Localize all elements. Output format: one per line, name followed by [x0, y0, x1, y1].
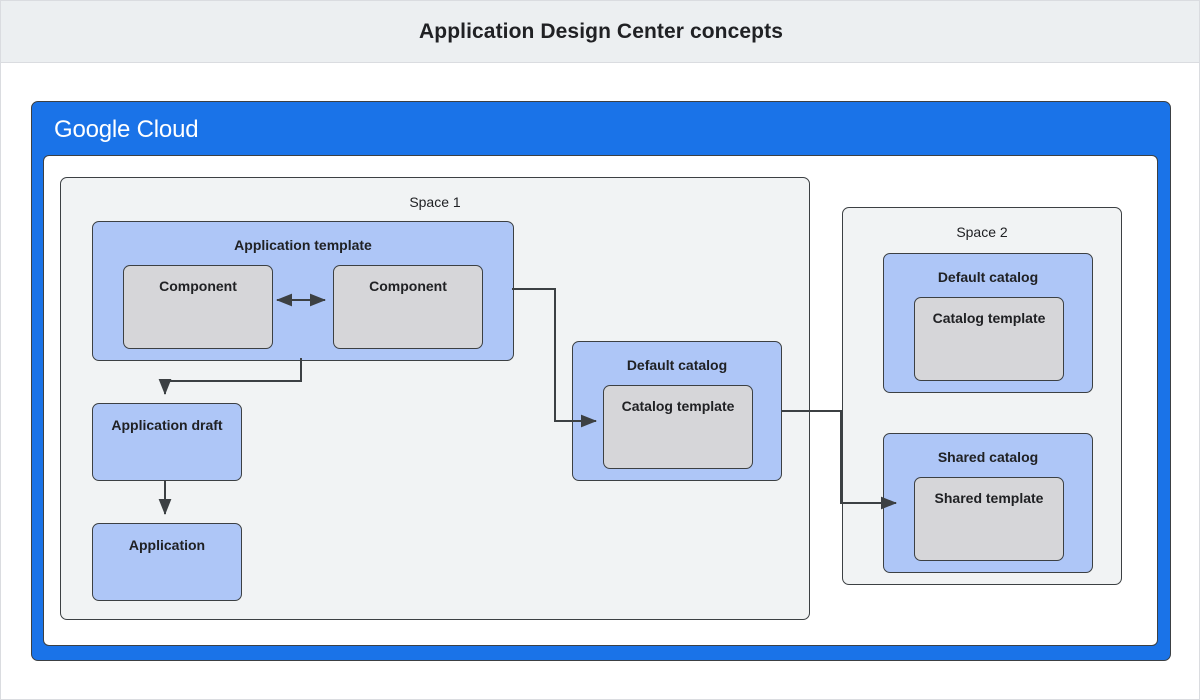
google-cloud-boundary: Google Cloud Space 1 Application templat… — [31, 101, 1171, 661]
space-2-label: Space 2 — [956, 224, 1008, 240]
space-1-default-catalog-label: Default catalog — [626, 357, 728, 373]
space-2-catalog-template-label: Catalog template — [932, 310, 1046, 326]
component-box-2: Component — [333, 265, 483, 349]
diagram-title-bar: Application Design Center concepts — [1, 1, 1199, 63]
space-1-label: Space 1 — [409, 194, 461, 210]
google-cloud-logo-google: Google — [54, 116, 131, 143]
space-2-shared-catalog-label: Shared catalog — [937, 449, 1039, 465]
application-template-label: Application template — [234, 237, 372, 253]
space-2-default-catalog-box: Default catalog Catalog template — [883, 253, 1093, 393]
google-cloud-logo: Google Cloud — [54, 116, 199, 144]
google-cloud-logo-cloud: Cloud — [136, 116, 199, 143]
space-2-shared-template-label: Shared template — [934, 490, 1044, 506]
space-2-shared-catalog-box: Shared catalog Shared template — [883, 433, 1093, 573]
application-box: Application — [92, 523, 242, 601]
space-2-catalog-template-box: Catalog template — [914, 297, 1064, 381]
space-2-default-catalog-label: Default catalog — [937, 269, 1039, 285]
application-label: Application — [128, 537, 206, 553]
space-1-catalog-template-box: Catalog template — [603, 385, 753, 469]
space-1-container: Space 1 Application template Component C… — [60, 177, 810, 620]
application-draft-label: Application draft — [111, 417, 223, 433]
application-draft-box: Application draft — [92, 403, 242, 481]
application-template-box: Application template Component Component — [92, 221, 514, 361]
page-title: Application Design Center concepts — [419, 19, 783, 43]
space-2-container: Space 2 Default catalog Catalog template… — [842, 207, 1122, 585]
component-box-1: Component — [123, 265, 273, 349]
space-1-default-catalog-box: Default catalog Catalog template — [572, 341, 782, 481]
component-2-label: Component — [369, 278, 447, 294]
component-1-label: Component — [159, 278, 237, 294]
space-1-catalog-template-label: Catalog template — [621, 398, 735, 414]
space-2-shared-template-box: Shared template — [914, 477, 1064, 561]
